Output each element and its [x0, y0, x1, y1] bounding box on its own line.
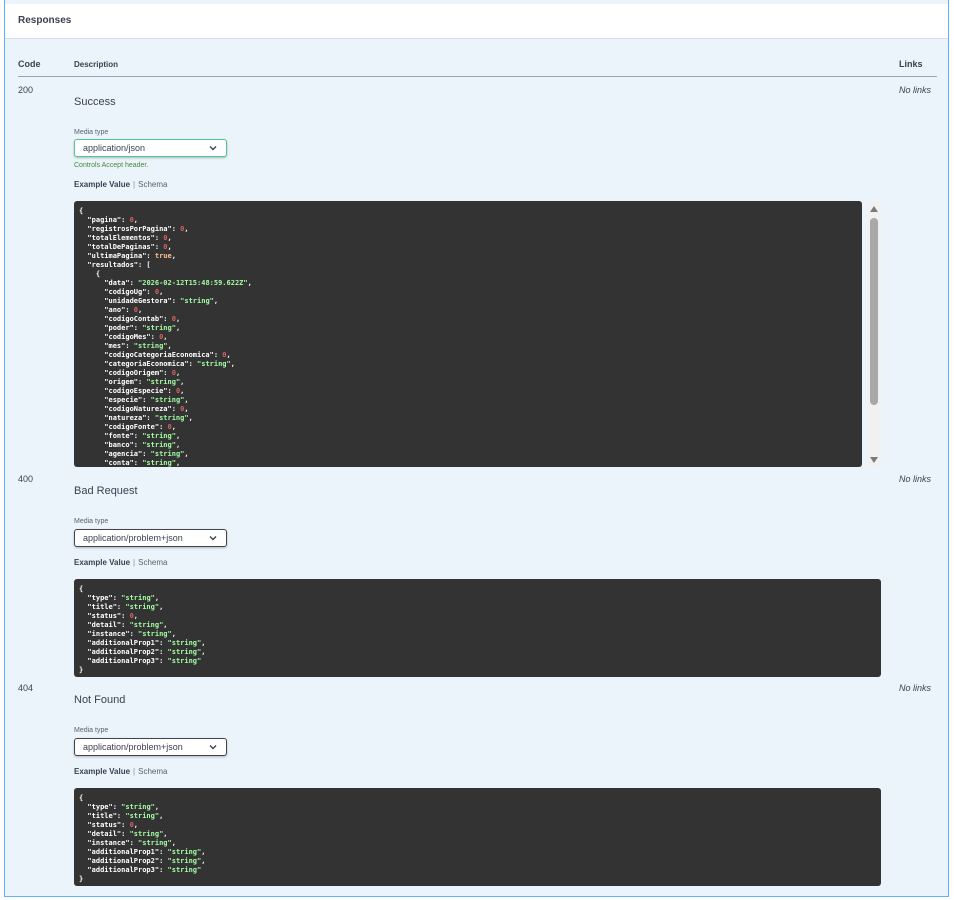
media-type-value: application/json: [83, 143, 146, 153]
example-code-block[interactable]: { "type": "string", "title": "string", "…: [74, 788, 881, 886]
response-links: No links: [899, 474, 932, 484]
response-code: 404: [18, 683, 34, 693]
scroll-up-arrow-icon[interactable]: [870, 206, 878, 212]
media-type-label: Media type: [74, 518, 109, 525]
tab-example-value[interactable]: Example Value: [74, 767, 131, 776]
tab-schema[interactable]: Schema: [138, 180, 168, 189]
tab-schema[interactable]: Schema: [138, 558, 168, 567]
response-links: No links: [899, 85, 932, 95]
column-header-links: Links: [899, 59, 923, 69]
response-code: 200: [18, 85, 34, 95]
responses-panel: Responses Code Description Links 200 No …: [4, 0, 949, 897]
chevron-down-icon: [209, 146, 217, 151]
response-links: No links: [899, 683, 932, 693]
tab-example-value[interactable]: Example Value: [74, 180, 131, 189]
controls-accept-note: Controls Accept header.: [74, 162, 149, 169]
chevron-down-icon: [209, 745, 217, 750]
scroll-down-arrow-icon[interactable]: [870, 457, 878, 463]
panel-title: Responses: [18, 15, 72, 26]
example-code-block[interactable]: { "type": "string", "title": "string", "…: [74, 579, 881, 677]
tab-example-value[interactable]: Example Value: [74, 558, 131, 567]
column-header-code: Code: [18, 59, 41, 69]
response-code: 400: [18, 474, 34, 484]
example-code-block[interactable]: { "pagina": 0, "registrosPorPagina": 0, …: [74, 201, 862, 467]
column-header-description: Description: [74, 60, 119, 69]
media-type-value: application/problem+json: [83, 533, 183, 543]
scroll-thumb[interactable]: [870, 218, 878, 405]
media-type-label: Media type: [74, 129, 109, 136]
tab-schema[interactable]: Schema: [138, 767, 168, 776]
media-type-label: Media type: [74, 727, 109, 734]
example-code: { "type": "string", "title": "string", "…: [79, 585, 206, 674]
code-scrollbar[interactable]: [867, 201, 881, 467]
response-description: Success: [74, 96, 116, 108]
media-type-select[interactable]: application/json: [74, 139, 227, 157]
example-tabs: Example Value|Schema: [74, 180, 168, 189]
header-divider: [18, 76, 937, 77]
media-type-select[interactable]: application/problem+json: [74, 738, 227, 756]
responses-header: Responses: [5, 4, 948, 39]
chevron-down-icon: [209, 536, 217, 541]
response-description: Not Found: [74, 694, 126, 706]
response-description: Bad Request: [74, 485, 138, 497]
media-type-value: application/problem+json: [83, 742, 183, 752]
example-code: { "pagina": 0, "registrosPorPagina": 0, …: [79, 207, 252, 467]
example-tabs: Example Value|Schema: [74, 767, 168, 776]
example-code: { "type": "string", "title": "string", "…: [79, 794, 206, 883]
example-tabs: Example Value|Schema: [74, 558, 168, 567]
media-type-select[interactable]: application/problem+json: [74, 529, 227, 547]
